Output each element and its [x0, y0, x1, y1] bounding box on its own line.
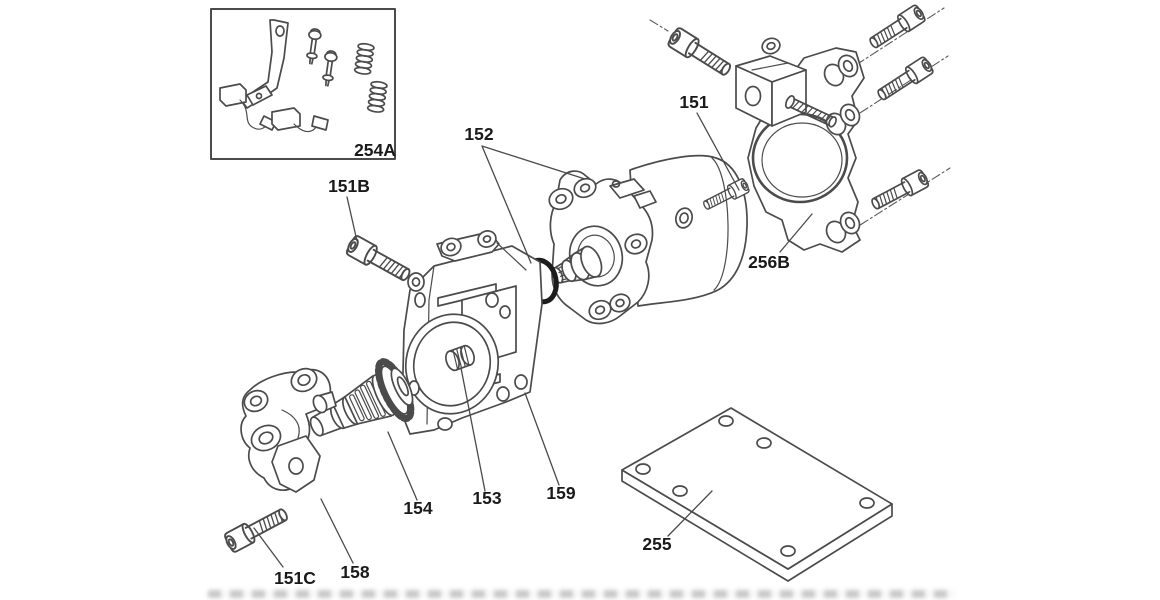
label-154: 154: [403, 498, 432, 518]
through-bolt-151-top: [665, 25, 736, 81]
plate-holes: [635, 415, 875, 557]
motor-body: [629, 154, 748, 307]
backing-plate-255: [621, 407, 893, 582]
label-151c: 151C: [274, 568, 316, 588]
mount-bolt-2: [873, 54, 936, 105]
label-254a: 254A: [354, 140, 396, 160]
mount-bolt-1: [865, 2, 928, 53]
bracket-boss-1: [823, 54, 859, 87]
flange-ear-holes: [548, 177, 648, 321]
fork-pivot-boss: [312, 391, 337, 414]
mount-bolt-3: [867, 167, 932, 215]
illegible-caption-strip: [208, 590, 956, 598]
motor-drive-flange: [548, 170, 657, 325]
bolt-151b: [343, 233, 415, 287]
clamp-block: [735, 55, 807, 127]
terminal-block: [609, 178, 657, 209]
bolt-151c: [221, 503, 292, 555]
label-158: 158: [340, 562, 369, 582]
brush-1: [219, 83, 277, 131]
brush-2: [271, 107, 329, 133]
housing-bolt-holes: [408, 292, 528, 431]
adjusting-stud: [784, 95, 837, 128]
washer-151b: [407, 272, 425, 292]
label-153: 153: [472, 488, 501, 508]
callout-leader-lines: [253, 112, 813, 568]
label-152: 152: [464, 124, 493, 144]
stud-washer: [761, 37, 781, 55]
label-255: 255: [642, 534, 671, 554]
label-159: 159: [546, 483, 575, 503]
brush-kit-inset-254a: [210, 8, 396, 160]
label-151b: 151B: [328, 176, 370, 196]
label-151: 151: [679, 92, 708, 112]
drive-gear-154: [309, 358, 415, 437]
armature-shaft: [552, 245, 603, 284]
label-256b: 256B: [748, 252, 790, 272]
shift-fork-158: [240, 367, 337, 493]
housing-top-ears: [436, 230, 527, 271]
roller-153: [445, 344, 475, 372]
brush-holder-bracket: [240, 19, 289, 109]
bracket-boss-2: [825, 103, 861, 136]
bracket-boss-3: [825, 211, 861, 244]
gear-housing-159: [401, 230, 543, 435]
